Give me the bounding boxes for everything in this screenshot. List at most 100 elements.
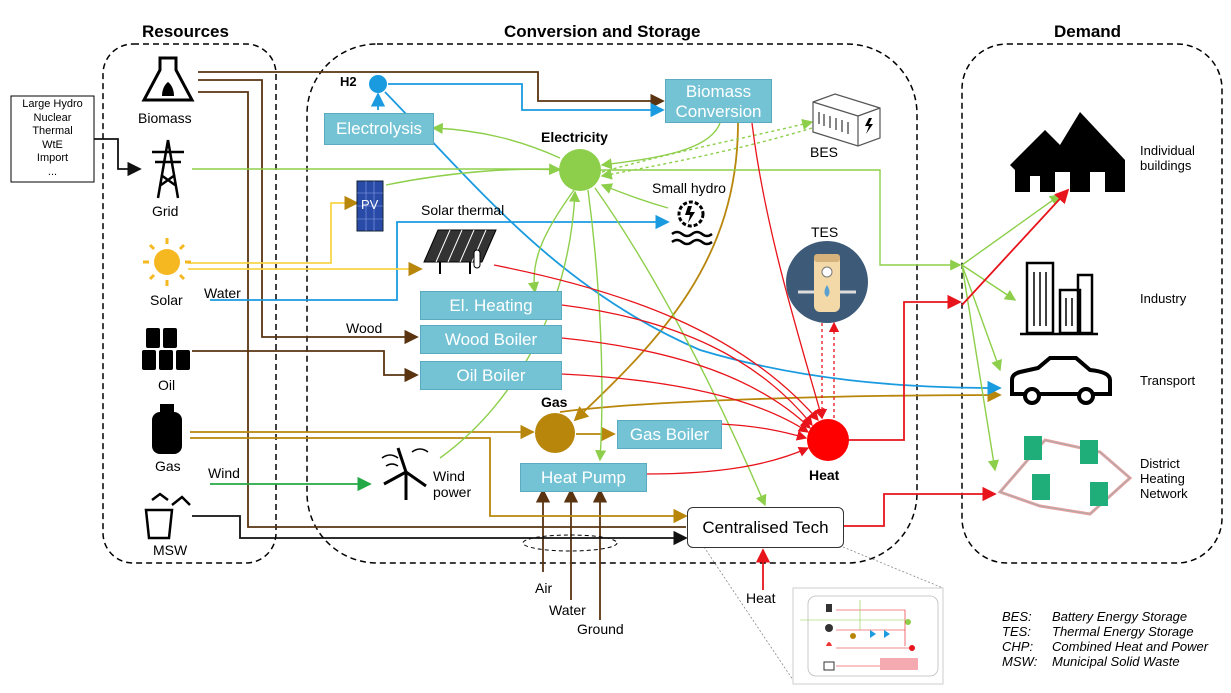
ambient-ellipse — [522, 534, 618, 552]
flow-elec-to-elheating — [527, 189, 575, 294]
import-item: ... — [47, 165, 58, 178]
flow-central-to-district — [843, 486, 997, 527]
legend-full: Battery Energy Storage — [1052, 609, 1188, 624]
district-line1: District — [1140, 456, 1180, 471]
biomass-conversion-line2: Conversion — [675, 102, 762, 121]
flow-demand-to-district — [961, 264, 999, 472]
legend-row: CHP: Combined Heat and Power — [1002, 639, 1208, 654]
flow-bes-to-elec — [600, 127, 813, 180]
transport-label: Transport — [1140, 373, 1196, 388]
flow-solar-to-pv — [188, 195, 359, 264]
wind-power-line2: power — [433, 484, 472, 500]
centralised-tech-box: Centralised Tech — [687, 507, 844, 548]
h2-node — [369, 75, 387, 93]
oil-boiler-box: Oil Boiler — [420, 361, 562, 390]
flow-demand-to-transport — [961, 264, 1002, 372]
flow-woodboiler-to-heat — [561, 337, 811, 429]
flow-demand-to-industry — [961, 264, 1017, 301]
flow-pv-to-elec — [385, 163, 561, 186]
resources-title: Resources — [142, 22, 229, 41]
pv-panel-icon — [356, 180, 384, 232]
flow-biomass-msw-line — [198, 91, 686, 528]
flow-biomass-wood — [198, 79, 419, 345]
flow-heatpump-to-heat — [645, 446, 810, 475]
tes-icon — [786, 241, 868, 323]
electricity-label: Electricity — [541, 129, 608, 145]
air-label: Air — [535, 580, 553, 596]
flow-h2-to-conversion — [388, 83, 665, 118]
wind-power-line1: Wind — [433, 468, 465, 484]
flow-elec-to-bes — [601, 118, 814, 173]
legend-full: Combined Heat and Power — [1052, 639, 1209, 654]
flow-gasboiler-to-heat — [720, 423, 808, 441]
msw-label: MSW — [153, 542, 188, 558]
industry-icon — [1020, 261, 1098, 336]
flow-elec-to-central — [594, 187, 767, 507]
heat-label: Heat — [809, 467, 840, 483]
district-label: District Heating Network — [1140, 456, 1188, 501]
abbreviation-legend: BES: Battery Energy Storage TES: Thermal E… — [1002, 609, 1208, 669]
import-item: Nuclear — [33, 111, 72, 124]
legend-row: TES: Thermal Energy Storage — [1002, 624, 1208, 639]
centralised-tech-thumbnail — [792, 587, 944, 685]
flow-hydro-to-elec — [600, 183, 669, 209]
import-list: Large Hydro Nuclear Thermal WtE Import .… — [11, 98, 94, 179]
gas-node-label: Gas — [541, 394, 568, 410]
industry-label: Industry — [1140, 291, 1187, 306]
conversion-title: Conversion and Storage — [504, 22, 701, 41]
bes-label: BES — [810, 144, 839, 160]
gas-label: Gas — [155, 458, 181, 474]
flow-biomass-to-conversion — [198, 71, 665, 109]
solar-thermal-icon — [423, 229, 497, 274]
solar-thermal-label: Solar thermal — [421, 202, 505, 218]
legend-abbr: BES: — [1002, 609, 1032, 624]
flow-elec-to-heatpump — [587, 189, 607, 462]
pv-label: PV — [361, 197, 379, 212]
h2-label: H2 — [340, 74, 357, 89]
legend-abbr: TES: — [1002, 624, 1031, 639]
flask-icon — [141, 56, 195, 102]
flow-gas-central — [190, 437, 688, 524]
wood-label: Wood — [346, 320, 383, 336]
zoom-line-left — [703, 546, 794, 681]
houses-icon — [1010, 112, 1125, 192]
conversion-container — [306, 43, 918, 564]
flow-red-to-buildings — [961, 188, 1070, 306]
wind-label: Wind — [208, 465, 240, 481]
resources-container — [102, 43, 277, 564]
wind-turbine-icon — [381, 447, 429, 500]
sun-icon — [143, 238, 191, 286]
flow-msw-to-central — [192, 515, 688, 546]
flow-heat-to-demand — [848, 294, 962, 441]
small-hydro-label: Small hydro — [652, 180, 726, 196]
buildings-label: Individual buildings — [1140, 143, 1195, 173]
import-item: Thermal — [32, 125, 73, 137]
legend-full: Thermal Energy Storage — [1052, 624, 1194, 639]
flow-elheating-to-heat — [561, 304, 813, 427]
gas-node — [535, 413, 575, 453]
flow-conv-to-heat — [751, 122, 825, 420]
import-item: WtE — [42, 138, 63, 151]
pylon-icon — [152, 139, 184, 199]
solar-label: Solar — [150, 292, 183, 308]
flow-elec-to-electrolysis — [431, 122, 561, 159]
flow-solarthermal-to-heat — [493, 264, 819, 421]
demand-container — [961, 43, 1223, 564]
electrolysis-box: Electrolysis — [324, 113, 434, 145]
import-item: Large Hydro — [22, 98, 83, 110]
flow-water-to-hydro — [210, 214, 670, 301]
biomass-conversion-box: Biomass Conversion — [665, 79, 772, 123]
flow-conv-to-elec — [600, 122, 721, 170]
legend-full: Municipal Solid Waste — [1052, 654, 1180, 669]
biomass-label: Biomass — [138, 110, 192, 126]
hydro-icon — [671, 200, 713, 246]
demand-title: Demand — [1054, 22, 1122, 41]
tes-label: TES — [811, 224, 839, 240]
legend-abbr: CHP: — [1002, 639, 1034, 654]
import-item: Import — [36, 152, 69, 164]
district-network-icon — [997, 436, 1133, 516]
ground-label: Ground — [577, 621, 624, 637]
water-label: Water — [204, 285, 241, 301]
gas-boiler-box: Gas Boiler — [617, 420, 722, 449]
